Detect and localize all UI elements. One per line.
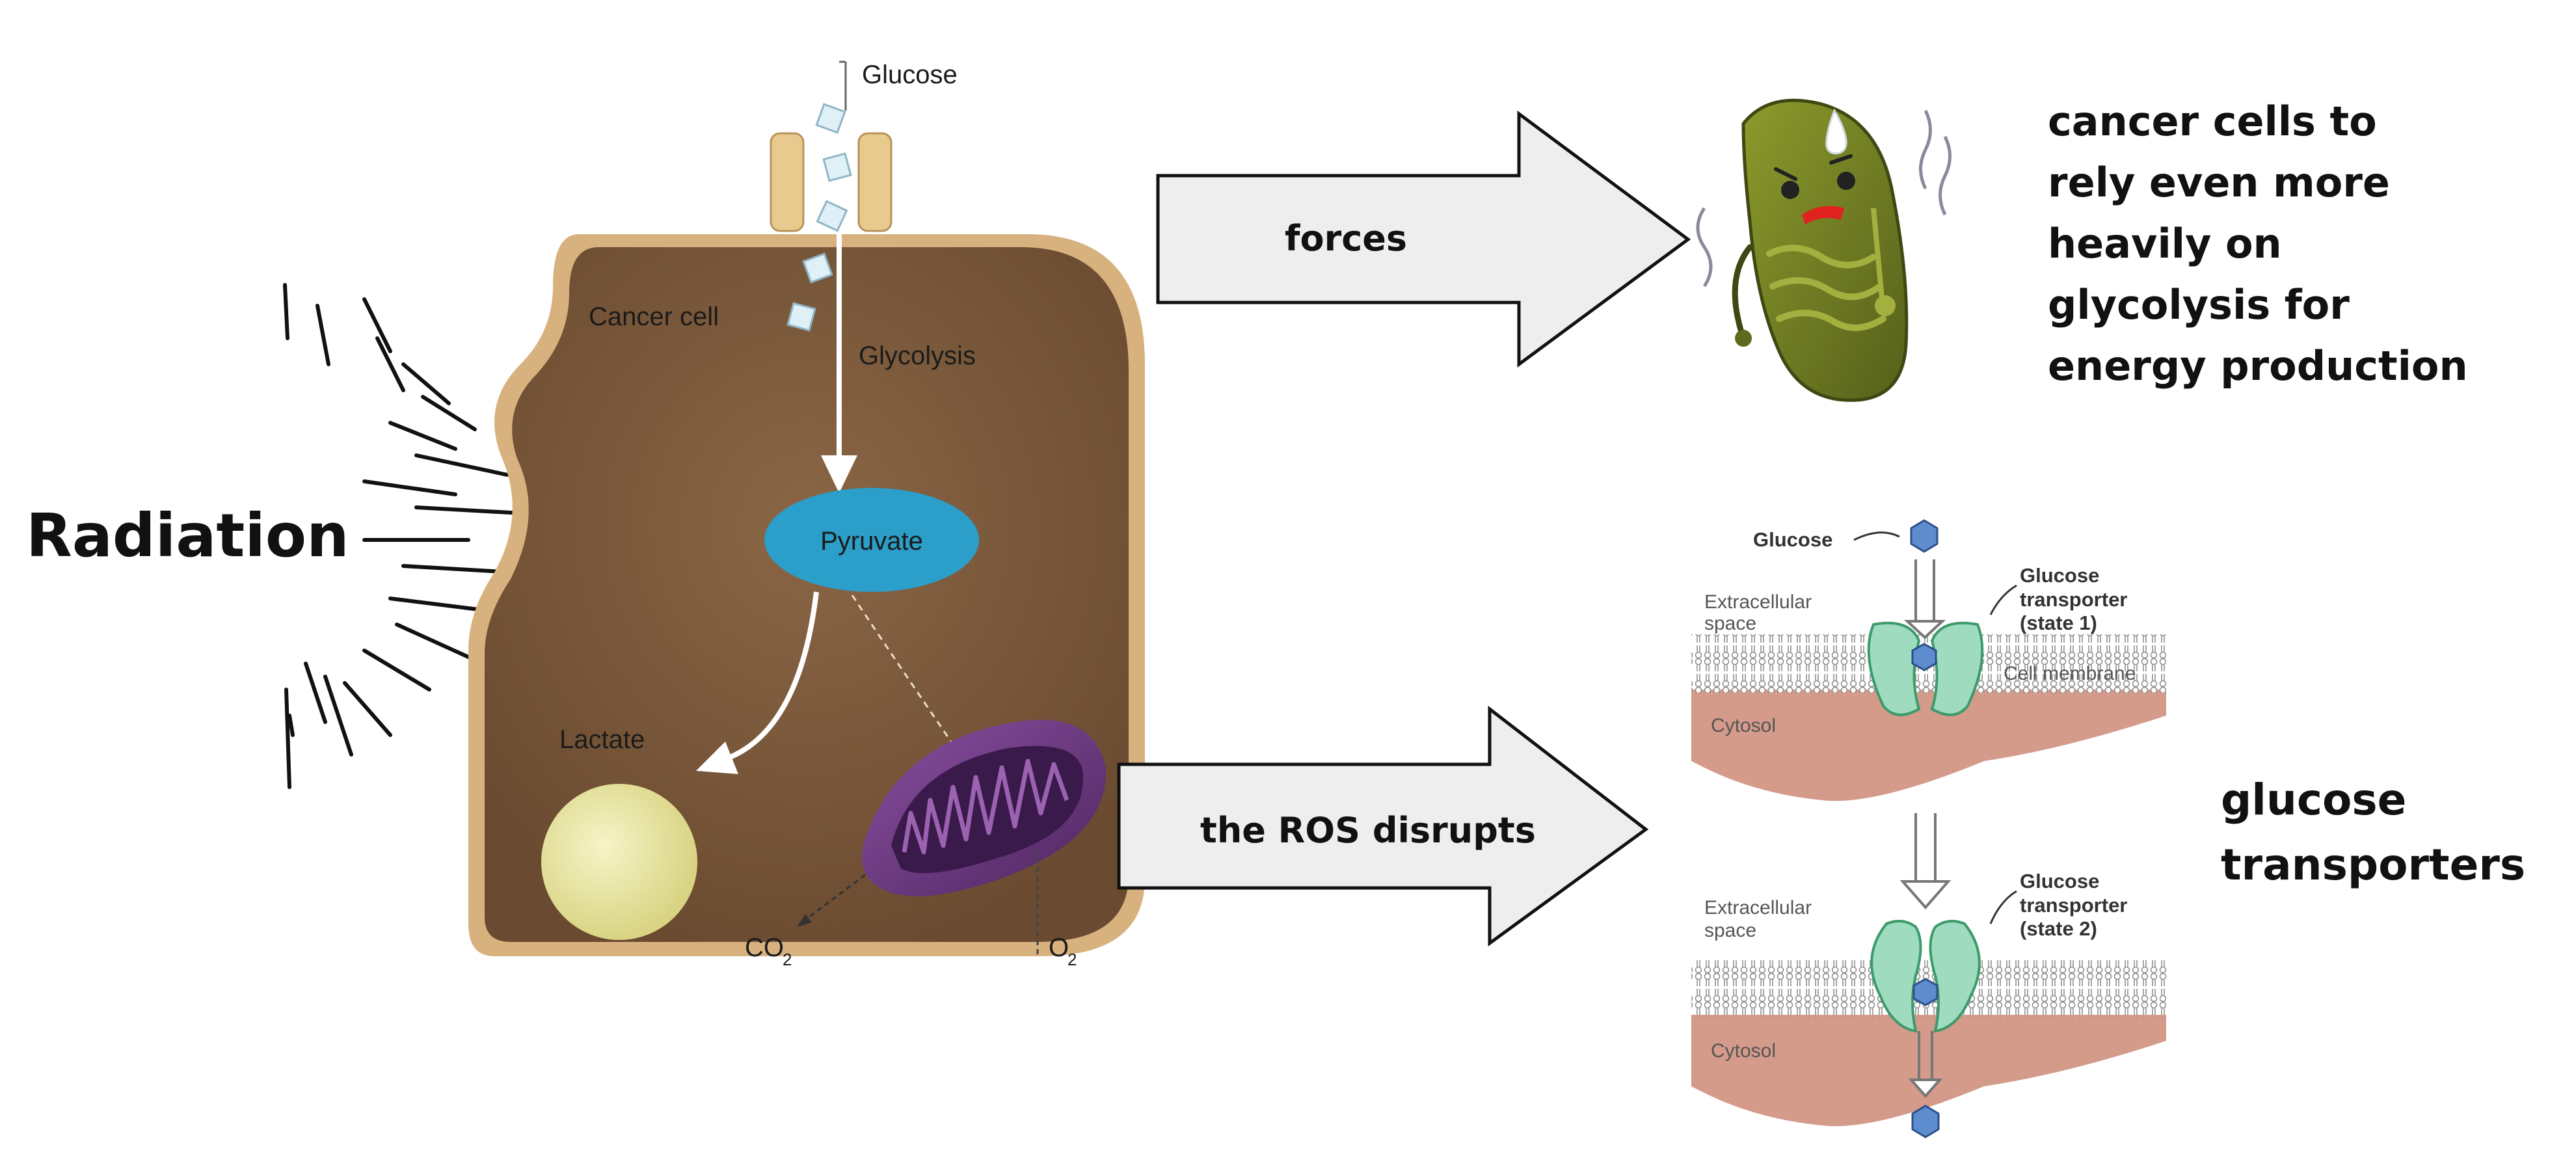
top-result-text: cancer cells to rely even more heavily o… <box>2048 91 2555 397</box>
mitochondrion <box>862 719 1107 896</box>
ros-arrow: the ROS disrupts <box>1117 705 1649 946</box>
extracellular-label-2a: Extracellular <box>1704 897 1812 919</box>
transporter-label-2c: (state 2) <box>2020 917 2097 940</box>
glucose-hexagon-inside <box>1912 978 1939 1006</box>
transporter-state-1: Extracellular space Glucose transporter … <box>1691 559 2166 801</box>
top-result-line: rely even more <box>2048 159 2390 206</box>
glucose-channel-right <box>857 132 892 232</box>
extracellular-label-1b: space <box>1704 613 1756 634</box>
top-result-line: cancer cells to <box>2048 98 2377 145</box>
forces-arrow: forces <box>1156 111 1691 368</box>
glucose-channel-left <box>770 132 805 232</box>
bottom-result-line: transporters <box>2221 840 2526 890</box>
ros-arrow-label: the ROS disrupts <box>1200 810 1536 851</box>
bottom-result-line: glucose <box>2221 775 2407 825</box>
co2-dashed-line <box>799 874 866 925</box>
forces-arrow-label: forces <box>1285 218 1407 259</box>
panel-glucose-label: Glucose <box>1753 528 1832 551</box>
glucose-hexagon-bound <box>1911 643 1937 671</box>
lactate-label: Lactate <box>559 725 645 754</box>
o2-subscript: 2 <box>1067 950 1077 969</box>
extracellular-label-2b: space <box>1704 920 1756 941</box>
glucose-hexagon-top <box>1910 519 1939 553</box>
lactate-arrow <box>696 591 819 774</box>
radiation-label: Radiation <box>26 501 349 570</box>
cancer-cell-label: Cancer cell <box>589 302 719 331</box>
cytosol-label-1: Cytosol <box>1711 715 1776 736</box>
top-result-line: glycolysis for <box>2048 281 2350 329</box>
glycolysis-arrow <box>821 234 857 493</box>
o2-label: O <box>1049 933 1069 962</box>
pyruvate-node <box>764 488 979 592</box>
glucose-hexagon-bottom <box>1911 1105 1940 1138</box>
co2-subscript: 2 <box>783 950 792 969</box>
glycolysis-label: Glycolysis <box>859 342 976 370</box>
transporter-panel: Glucose Extracellular space Glucose tran… <box>1691 519 2166 1138</box>
stressed-cell-cartoon <box>1696 98 1952 402</box>
transporter-label-1b: transporter <box>2020 588 2127 611</box>
co2-label: CO <box>745 933 784 962</box>
transporter-label-2b: transporter <box>2020 894 2127 917</box>
extracellular-label-1a: Extracellular <box>1704 591 1812 613</box>
state-transition-arrow <box>1899 813 1952 910</box>
bottom-result-text: glucose transporters <box>2221 768 2559 898</box>
top-result-line: heavily on <box>2048 220 2282 267</box>
cell-membrane-label: Cell membrane <box>2004 663 2136 684</box>
transporter-label-1c: (state 1) <box>2020 611 2097 634</box>
transporter-label-2a: Glucose <box>2020 870 2099 892</box>
glucose-molecules <box>786 103 852 332</box>
transporter-label-1a: Glucose <box>2020 564 2099 587</box>
cytosol-label-2: Cytosol <box>1711 1040 1776 1062</box>
cancer-cell: Glucose Cancer cell Glycolysis Pyruvate … <box>468 60 1145 969</box>
glucose-label: Glucose <box>862 60 958 89</box>
top-result-line: energy production <box>2048 342 2468 390</box>
lactate-sphere <box>541 784 697 940</box>
pyruvate-label: Pyruvate <box>820 527 923 556</box>
transporter-state-2: Extracellular space Glucose transporter … <box>1691 870 2166 1138</box>
